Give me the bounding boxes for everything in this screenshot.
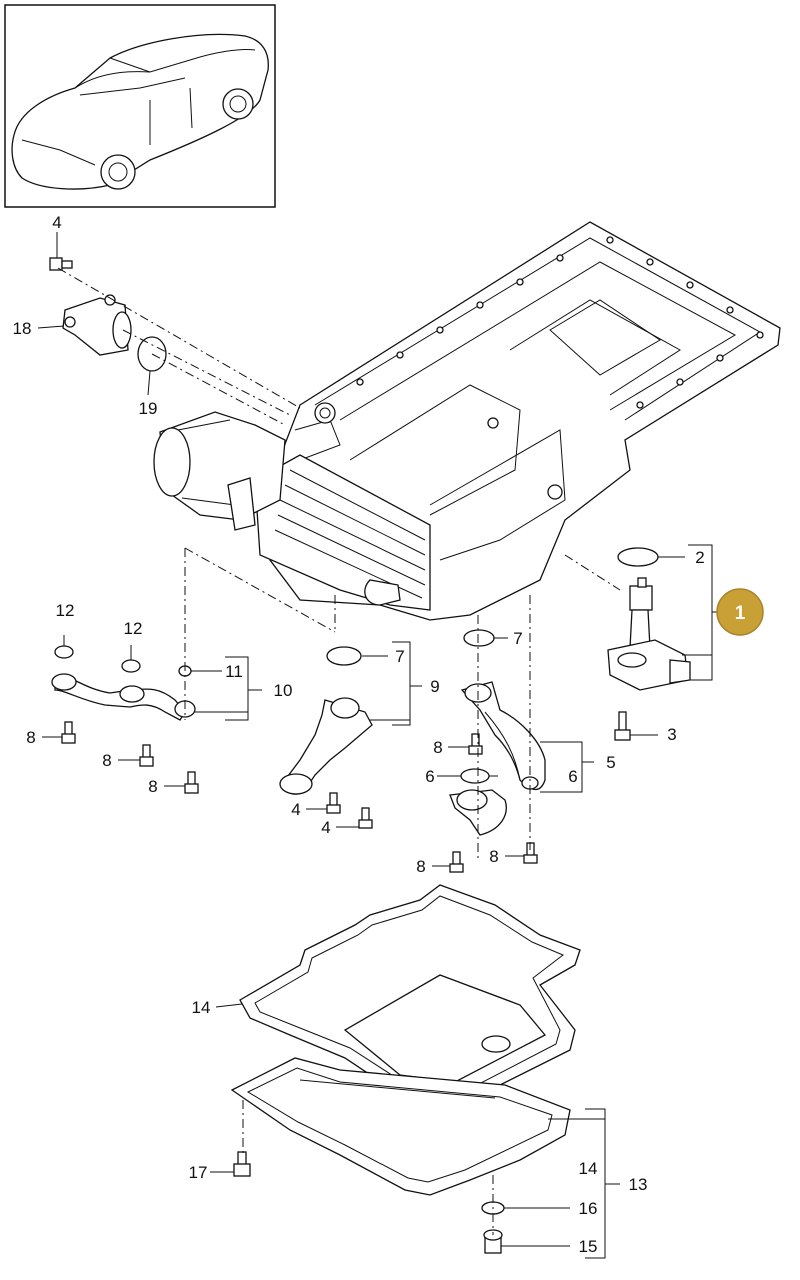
assembly-lines <box>57 267 621 1235</box>
callout-12-a[interactable]: 12 <box>56 601 75 620</box>
callout-8-b[interactable]: 8 <box>102 751 111 770</box>
callout-1: 1 <box>735 603 746 624</box>
callout-7-a[interactable]: 7 <box>395 647 404 666</box>
callout-19[interactable]: 19 <box>139 399 158 418</box>
callout-8-d[interactable]: 8 <box>433 738 442 757</box>
callout-4-top[interactable]: 4 <box>52 213 61 232</box>
callout-labels: 4 18 19 2 12 12 11 10 7 9 7 3 8 8 8 8 6 … <box>13 213 705 1256</box>
bolt-4-top <box>49 257 73 271</box>
callout-13[interactable]: 13 <box>629 1175 648 1194</box>
o-ring-7b <box>463 629 495 647</box>
oil-level-sensor-1 <box>607 577 691 691</box>
callout-8-f[interactable]: 8 <box>489 847 498 866</box>
callout-8-c[interactable]: 8 <box>148 777 157 796</box>
callout-5[interactable]: 5 <box>606 753 615 772</box>
oil-pan-13 <box>230 1057 571 1196</box>
callout-6-a[interactable]: 6 <box>425 767 434 786</box>
vehicle-thumbnail <box>4 4 276 208</box>
bolt-17 <box>233 1151 251 1177</box>
callout-11[interactable]: 11 <box>225 662 243 681</box>
callout-15[interactable]: 15 <box>579 1237 598 1256</box>
callout-badge-1[interactable]: 1 <box>716 588 764 636</box>
bolt-3 <box>614 711 631 741</box>
o-ring-6 <box>460 768 490 784</box>
callout-8-e[interactable]: 8 <box>416 857 425 876</box>
callout-10[interactable]: 10 <box>274 681 293 700</box>
housing-18 <box>62 294 132 356</box>
bolts-8-left <box>61 721 199 794</box>
callout-2[interactable]: 2 <box>695 548 704 567</box>
callout-16[interactable]: 16 <box>579 1199 598 1218</box>
callout-6-b[interactable]: 6 <box>568 767 577 786</box>
callout-4-a[interactable]: 4 <box>291 800 300 819</box>
oil-pipe-10 <box>51 645 196 721</box>
callout-4-b[interactable]: 4 <box>321 818 330 837</box>
callout-12-b[interactable]: 12 <box>124 619 143 638</box>
o-ring-2 <box>617 547 659 567</box>
callout-7-b[interactable]: 7 <box>513 629 522 648</box>
rim-holes <box>356 236 764 409</box>
gasket-14 <box>239 884 581 1111</box>
callout-3[interactable]: 3 <box>667 725 676 744</box>
callout-9[interactable]: 9 <box>430 677 439 696</box>
oil-pickup-9 <box>279 646 373 795</box>
callout-14-a[interactable]: 14 <box>192 998 211 1017</box>
callout-8-a[interactable]: 8 <box>26 728 35 747</box>
badge-circle <box>716 588 764 636</box>
bolts-4-lower <box>326 792 373 829</box>
callout-17[interactable]: 17 <box>189 1163 208 1182</box>
oil-sump-housing <box>153 221 781 621</box>
callout-18[interactable]: 18 <box>13 319 32 338</box>
callout-14-b[interactable]: 14 <box>579 1159 598 1178</box>
oil-pipe-5 <box>449 681 546 836</box>
